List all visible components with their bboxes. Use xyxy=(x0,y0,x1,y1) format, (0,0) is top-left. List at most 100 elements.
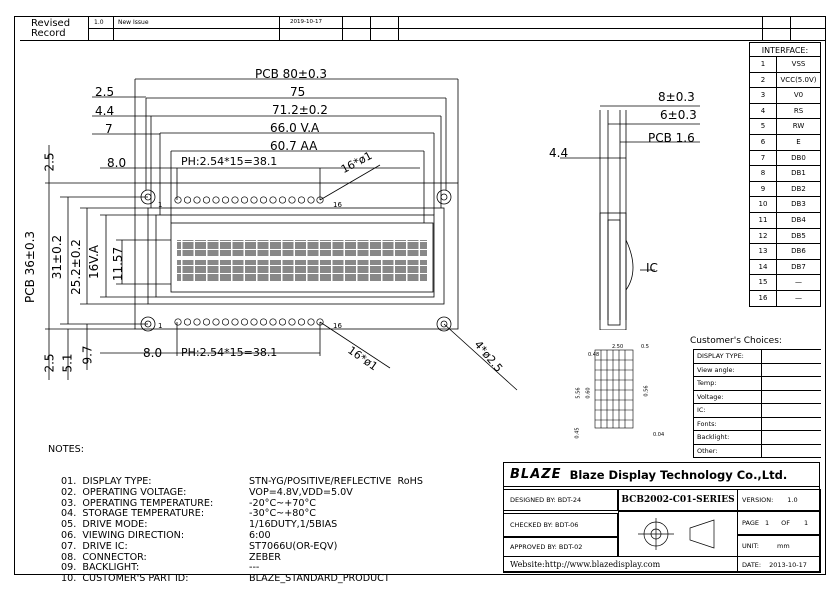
dim-71-2: 71.2±0.2 xyxy=(272,103,328,117)
interface-pin-no: 15 xyxy=(750,275,777,290)
interface-pin-no: 7 xyxy=(750,150,777,166)
choice-label: Voltage: xyxy=(694,390,762,403)
choice-value[interactable] xyxy=(762,445,821,458)
dim-2-5-top: 2.5 xyxy=(95,85,115,99)
note-item: 05. DRIVE MODE: 1/16DUTY,1/5BIAS xyxy=(61,519,423,531)
note-key: 01. DISPLAY TYPE: xyxy=(61,475,152,487)
interface-pin-no: 5 xyxy=(750,119,777,134)
note-value: BLAZE_STANDARD_PRODUCT xyxy=(249,573,390,585)
company-logo: BLAZE xyxy=(510,467,562,482)
note-key: 02. OPERATING VOLTAGE: xyxy=(61,486,187,498)
note-key: 08. CONNECTOR: xyxy=(61,551,147,563)
dim-16-va: 16V.A xyxy=(86,245,101,279)
interface-pin-name: DB7 xyxy=(791,262,806,271)
interface-pin-name: VSS xyxy=(791,60,806,68)
note-item: 03. OPERATING TEMPERATURE:-20°C~+70°C xyxy=(61,497,423,510)
interface-pin-name: V0 xyxy=(793,91,804,100)
interface-pin-no: 13 xyxy=(750,244,777,259)
interface-pin-name: DB5 xyxy=(791,231,806,240)
dim-60-7-aa: 60.7 AA xyxy=(270,139,318,153)
note-value: 1/16DUTY,1/5BIAS xyxy=(249,519,338,531)
note-key: 05. DRIVE MODE: xyxy=(61,519,148,531)
pitch-bottom: PH:2.54*15=38.1 xyxy=(181,346,278,359)
page-cell: PAGE 1 OF 1 xyxy=(737,511,821,535)
page-label: PAGE xyxy=(742,519,759,527)
interface-pin-name: E xyxy=(796,137,801,146)
dim-8-0-top: 8.0 xyxy=(107,156,127,170)
ic-label: IC xyxy=(646,261,658,275)
dim-pcb-width: PCB 80±0.3 xyxy=(255,67,328,81)
detail-2-50: 2.50 xyxy=(612,344,624,350)
detail-0-56: 0.56 xyxy=(643,385,650,397)
part-number: BCB2002-C01-SERIES xyxy=(618,489,738,511)
interface-pin-name: — xyxy=(795,278,802,287)
designed-by: DESIGNED BY: BDT-24 xyxy=(503,489,618,511)
choice-value[interactable] xyxy=(762,418,821,431)
interface-row: 16— xyxy=(749,290,821,307)
choice-label: Fonts: xyxy=(694,417,762,430)
choice-label: Temp: xyxy=(694,377,762,390)
revision-label: Revised Record xyxy=(31,19,70,39)
date-label: DATE: xyxy=(742,560,762,569)
interface-pin-no: 16 xyxy=(750,290,777,306)
detail-5-56: 5.56 xyxy=(575,387,582,399)
interface-pin-no: 2 xyxy=(750,72,777,88)
interface-pin-name: DB1 xyxy=(791,169,806,178)
detail-0-04: 0.04 xyxy=(653,432,665,438)
company-name: Blaze Display Technology Co.,Ltd. xyxy=(569,467,788,482)
dim-9-7: 9.7 xyxy=(80,345,95,365)
choice-value[interactable] xyxy=(762,404,821,417)
choice-row: View angle: xyxy=(694,363,821,377)
interface-pin-no: 1 xyxy=(750,57,777,72)
pitch-top: PH:2.54*15=38.1 xyxy=(181,155,278,168)
interface-row: 7 DB0 xyxy=(749,150,821,167)
choice-label: Backlight: xyxy=(694,431,762,444)
choice-value[interactable] xyxy=(762,391,821,404)
interface-pin-no: 10 xyxy=(750,197,777,212)
note-key: 06. VIEWING DIRECTION: xyxy=(61,529,185,541)
note-value: -30°C~+80°C xyxy=(249,508,316,520)
dim-75: 75 xyxy=(290,85,306,99)
detail-0-60: 0.60 xyxy=(585,387,592,399)
pin1-top: 1 xyxy=(158,201,163,209)
detail-0-48: 0.48 xyxy=(588,352,600,358)
revision-note: New Issue xyxy=(118,19,149,26)
detail-0-5: 0.5 xyxy=(641,344,649,350)
interface-pin-name: RW xyxy=(792,122,805,131)
choice-value[interactable] xyxy=(762,350,821,363)
dim-2-5-left: 2.5 xyxy=(42,152,57,172)
choice-row: Voltage: xyxy=(694,390,821,404)
interface-row: 4 RS xyxy=(749,103,821,120)
interface-pin-name: DB0 xyxy=(791,153,806,162)
choice-label: Other: xyxy=(694,444,762,457)
dim-8-0-bottom: 8.0 xyxy=(143,346,163,360)
company-row: BLAZE Blaze Display Technology Co.,Ltd. xyxy=(503,462,820,487)
revision-version: 1.0 xyxy=(94,19,104,26)
date-cell: DATE: 2013-10-17 xyxy=(737,556,821,573)
choice-value[interactable] xyxy=(762,364,821,377)
interface-pin-no: 4 xyxy=(750,103,777,119)
choice-value[interactable] xyxy=(762,431,821,444)
date-value: 2013-10-17 xyxy=(769,560,807,569)
choice-row: DISPLAY TYPE: xyxy=(694,350,821,364)
of-label: OF xyxy=(781,519,790,527)
note-item: 02. OPERATING VOLTAGE:VOP=4.8V,VDD=5.0V xyxy=(61,486,423,499)
dim-5-1: 5.1 xyxy=(60,353,75,373)
note-key: 03. OPERATING TEMPERATURE: xyxy=(61,497,214,509)
interface-pin-name: RS xyxy=(793,106,804,115)
interface-pin-name: VCC(5.0V) xyxy=(780,75,817,84)
interface-row: 1 VSS xyxy=(749,57,821,73)
interface-pin-no: 11 xyxy=(750,212,777,228)
note-item: 04. STORAGE TEMPERATURE:-30°C~+80°C xyxy=(61,509,423,520)
interface-pin-no: 6 xyxy=(750,134,777,150)
notes: NOTES: 01. DISPLAY TYPE:STN-YG/POSITIVE/… xyxy=(48,423,423,596)
choice-value[interactable] xyxy=(762,377,821,390)
projection-symbol xyxy=(618,511,738,557)
dim-31: 31±0.2 xyxy=(50,234,65,280)
note-item: 10. CUSTOMER'S PART ID:BLAZE_STANDARD_PR… xyxy=(61,573,423,585)
version-cell: VERSION: 1.0 xyxy=(737,489,821,511)
